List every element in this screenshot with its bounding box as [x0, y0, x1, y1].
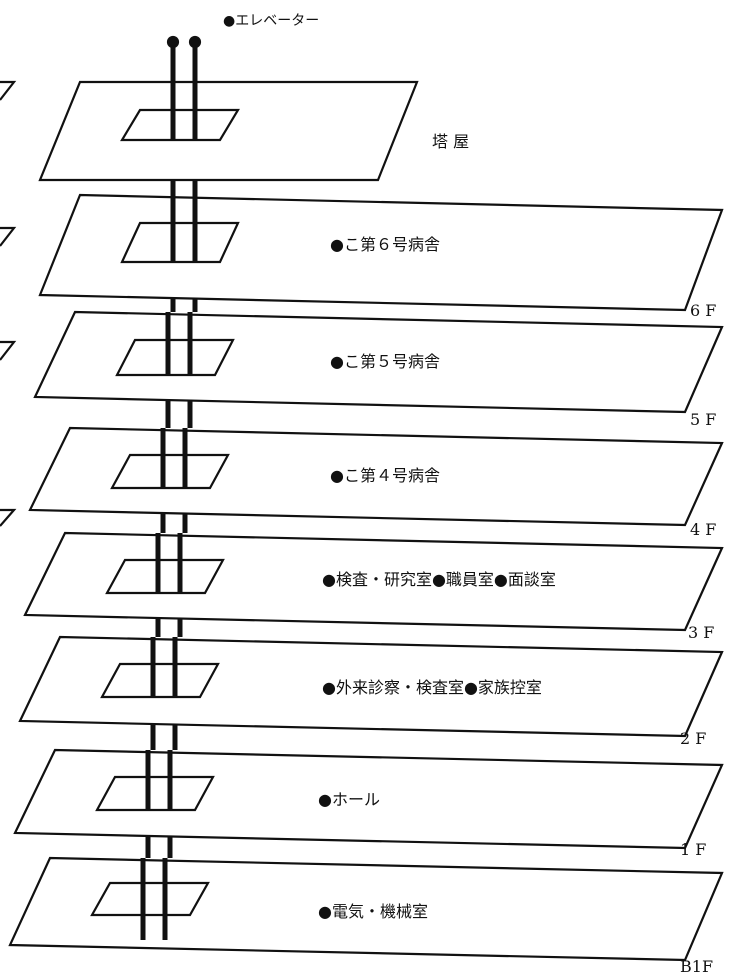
- elevator-mast-tip-right: [188, 35, 202, 49]
- room-label-6f: ●こ第６号病舎: [330, 235, 440, 254]
- floor-plate-2f: [18, 635, 724, 738]
- roof-label: 塔 屋: [432, 132, 469, 151]
- shaft-opening-5f: [115, 338, 235, 377]
- floor-label-6f: 6 F: [690, 301, 716, 320]
- left-edge-mark-3: [0, 340, 17, 361]
- left-edge-mark-2: [0, 226, 17, 247]
- floor-label-5f: 5 F: [690, 410, 716, 429]
- floor-plate-3f: [23, 531, 724, 632]
- room-label-2f: ●外来診察・検査室●家族控室: [322, 678, 542, 697]
- room-label-5f: ●こ第５号病舎: [330, 352, 440, 371]
- room-label-1f: ●ホール: [318, 790, 380, 809]
- roof-shaft-opening: [120, 108, 240, 142]
- shaft-opening-1f: [95, 775, 215, 812]
- left-edge-mark-4: [0, 508, 17, 527]
- left-edge-mark-1: [0, 80, 17, 101]
- floor-plate-b1f: [8, 856, 724, 962]
- floor-plate-4f: [28, 426, 724, 527]
- floor-label-2f: 2 F: [680, 729, 706, 748]
- shaft-opening-3f: [105, 558, 225, 595]
- floor-plate-6f: [38, 193, 724, 312]
- floor-label-b1f: B1F: [680, 957, 713, 976]
- floor-label-1f: 1 F: [680, 840, 706, 859]
- floor-label-4f: 4 F: [690, 520, 716, 539]
- shaft-opening-4f: [110, 453, 230, 490]
- room-label-3f: ●検査・研究室●職員室●面談室: [322, 570, 556, 589]
- floor-label-3f: 3 F: [688, 623, 714, 642]
- shaft-opening-2f: [100, 662, 220, 699]
- floor-plate-1f: [13, 748, 724, 850]
- floor-plate-5f: [33, 310, 724, 414]
- roof-plate: [38, 80, 419, 182]
- room-label-b1f: ●電気・機械室: [318, 902, 428, 921]
- shaft-opening-6f: [120, 221, 240, 264]
- elevator-mast-tip-left: [166, 35, 180, 49]
- elevator-label: ●エレベーター: [223, 13, 319, 29]
- room-label-4f: ●こ第４号病舎: [330, 466, 440, 485]
- shaft-opening-b1f: [90, 881, 210, 917]
